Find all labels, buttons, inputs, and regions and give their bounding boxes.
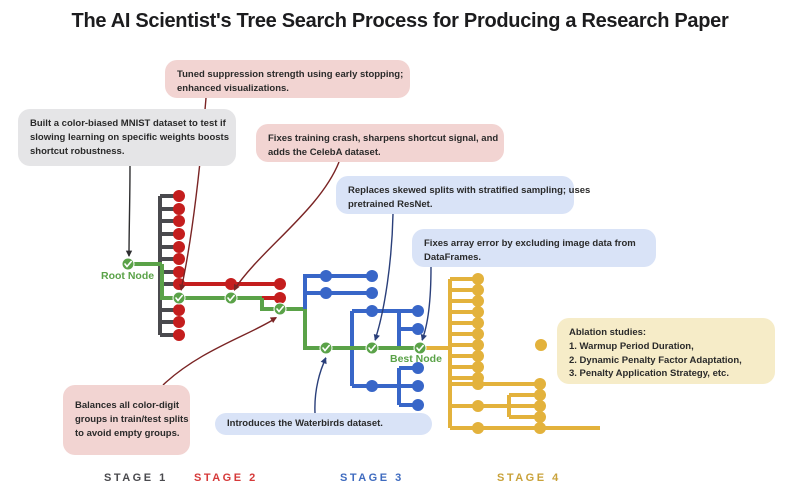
stage4-node	[472, 273, 484, 285]
best-node-check-icon	[416, 344, 425, 352]
stage3-node	[320, 270, 332, 282]
stage1-node	[173, 203, 185, 215]
pointer-waterbirds-arrow-icon	[320, 357, 327, 365]
pointer-balances-arrow-icon	[269, 317, 277, 324]
stage4-node	[472, 317, 484, 329]
stage1-node	[173, 215, 185, 227]
stage3-path-node	[319, 341, 333, 355]
note-stage1-build: Built a color-biased MNIST dataset to te…	[18, 109, 236, 166]
stage4-node	[534, 411, 546, 423]
stage3-branch-top	[303, 274, 372, 309]
stage3-path-node	[365, 341, 379, 355]
stage-1-label: STAGE 1	[104, 472, 168, 484]
stage4-node	[472, 378, 484, 390]
stage-3-label: STAGE 3	[340, 472, 404, 484]
stage4-node	[472, 295, 484, 307]
stage4-node	[472, 422, 484, 434]
note-stage4-ablation: Ablation studies: 1. Warmup Period Durat…	[557, 318, 775, 384]
stage1-node	[173, 241, 185, 253]
pointer-fixes-note	[233, 161, 340, 291]
stage3-node	[366, 305, 378, 317]
pointer-tuned-arrow-icon	[179, 284, 186, 291]
stage1-node	[173, 228, 185, 240]
stage3-path-node-check-icon	[368, 344, 377, 352]
stage4-node	[534, 400, 546, 412]
best-node-label: Best Node	[390, 353, 442, 365]
stage4-node	[534, 378, 546, 390]
stage1-node	[173, 316, 185, 328]
note-stage2-fixes: Fixes training crash, sharpens shortcut …	[256, 124, 504, 162]
root-node-label: Root Node	[101, 270, 155, 282]
stage4-node	[472, 284, 484, 296]
stage4-node	[472, 328, 484, 340]
diagram-title: The AI Scientist's Tree Search Process f…	[71, 10, 729, 32]
stage4-node	[472, 339, 484, 351]
stage2-best-node	[273, 302, 287, 316]
stage3-node	[320, 287, 332, 299]
root-node-check-icon	[124, 260, 132, 268]
stage3-node	[412, 399, 424, 411]
stage4-node	[472, 361, 484, 373]
stage1-node	[173, 329, 185, 341]
pointer-replaces-note	[374, 213, 394, 341]
stage4-node	[534, 389, 546, 401]
pointer-fixes-arrow-icon	[234, 283, 240, 291]
stage1-node	[173, 266, 185, 278]
stage4-node	[535, 339, 547, 351]
stage3-node	[412, 323, 424, 335]
stage-4-label: STAGE 4	[497, 472, 561, 484]
stage2-node	[274, 278, 286, 290]
stage3-node	[366, 380, 378, 392]
stage2-best-node-check-icon	[276, 305, 285, 313]
stage3-node	[412, 380, 424, 392]
stage4-node	[472, 306, 484, 318]
stage1-node	[173, 304, 185, 316]
stage1-best-node	[172, 291, 186, 305]
stage4-node	[472, 350, 484, 362]
stage1-best-node-check-icon	[175, 294, 183, 302]
note-stage2-tuned: Tuned suppression strength using early s…	[165, 60, 410, 98]
pointer-stage1-arrow-icon	[125, 250, 133, 257]
pointer-fixes-array-arrow-icon	[420, 333, 427, 341]
stage2-node	[274, 292, 286, 304]
note-stage3-fixes-array: Fixes array error by excluding image dat…	[412, 229, 656, 267]
note-stage3-waterbirds: Introduces the Waterbirds dataset.	[215, 413, 432, 435]
note-stage2-balances: Balances all color-digit groups in train…	[63, 385, 190, 455]
root-node	[121, 257, 135, 271]
stage1-node	[173, 190, 185, 202]
stage4-node	[472, 400, 484, 412]
stage1-node	[173, 253, 185, 265]
pointer-stage1-note	[128, 165, 131, 257]
stage3-path-node-check-icon	[322, 344, 331, 352]
stage2-path-node-check-icon	[227, 294, 235, 302]
stage3-node	[412, 362, 424, 374]
stage3-node	[412, 305, 424, 317]
pointer-waterbirds-note	[314, 357, 327, 414]
stage3-node	[366, 287, 378, 299]
stage4-node	[534, 422, 546, 434]
pointer-balances-note	[162, 317, 277, 386]
pointer-replaces-arrow-icon	[373, 333, 380, 341]
note-stage3-replaces: Replaces skewed splits with stratified s…	[336, 176, 590, 214]
stage3-node	[366, 270, 378, 282]
stage-2-label: STAGE 2	[194, 472, 258, 484]
stage2-path-node	[224, 291, 238, 305]
